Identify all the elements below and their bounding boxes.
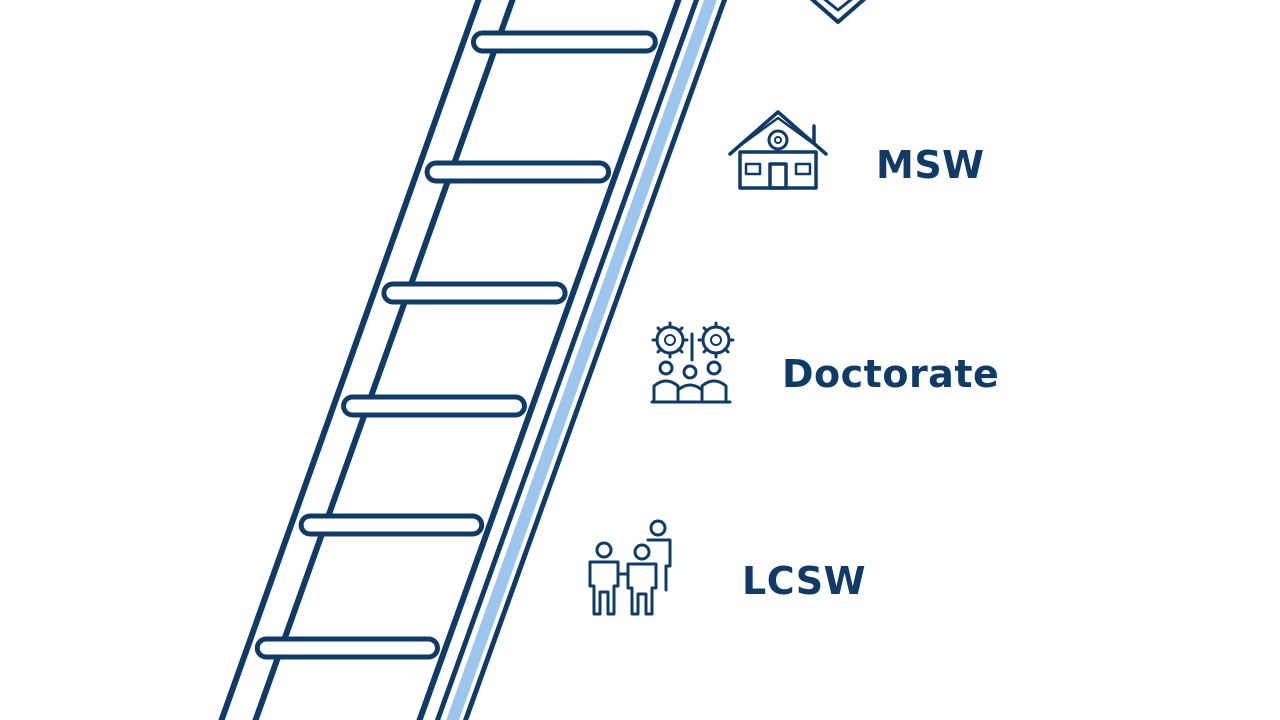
ladder-left-rail (218, 0, 516, 720)
ladder-rung-4 (341, 394, 527, 418)
ladder-rung-2 (424, 160, 612, 184)
diamond-badge-icon (809, 0, 867, 24)
ladder-rungs (254, 30, 658, 660)
step-label-lcsw: LCSW (742, 559, 867, 603)
ladder-rung-5 (298, 513, 485, 537)
step-label-msw: MSW (876, 143, 985, 187)
gear-people-icon (650, 321, 735, 404)
ladder-rung-6 (254, 636, 440, 660)
step-label-doctorate: Doctorate (782, 352, 1000, 396)
people-icon (588, 519, 672, 616)
ladder-rung-1 (470, 30, 658, 54)
ladder-right-rail (416, 0, 728, 720)
ladder-rung-3 (381, 281, 568, 305)
house-icon (728, 110, 828, 190)
